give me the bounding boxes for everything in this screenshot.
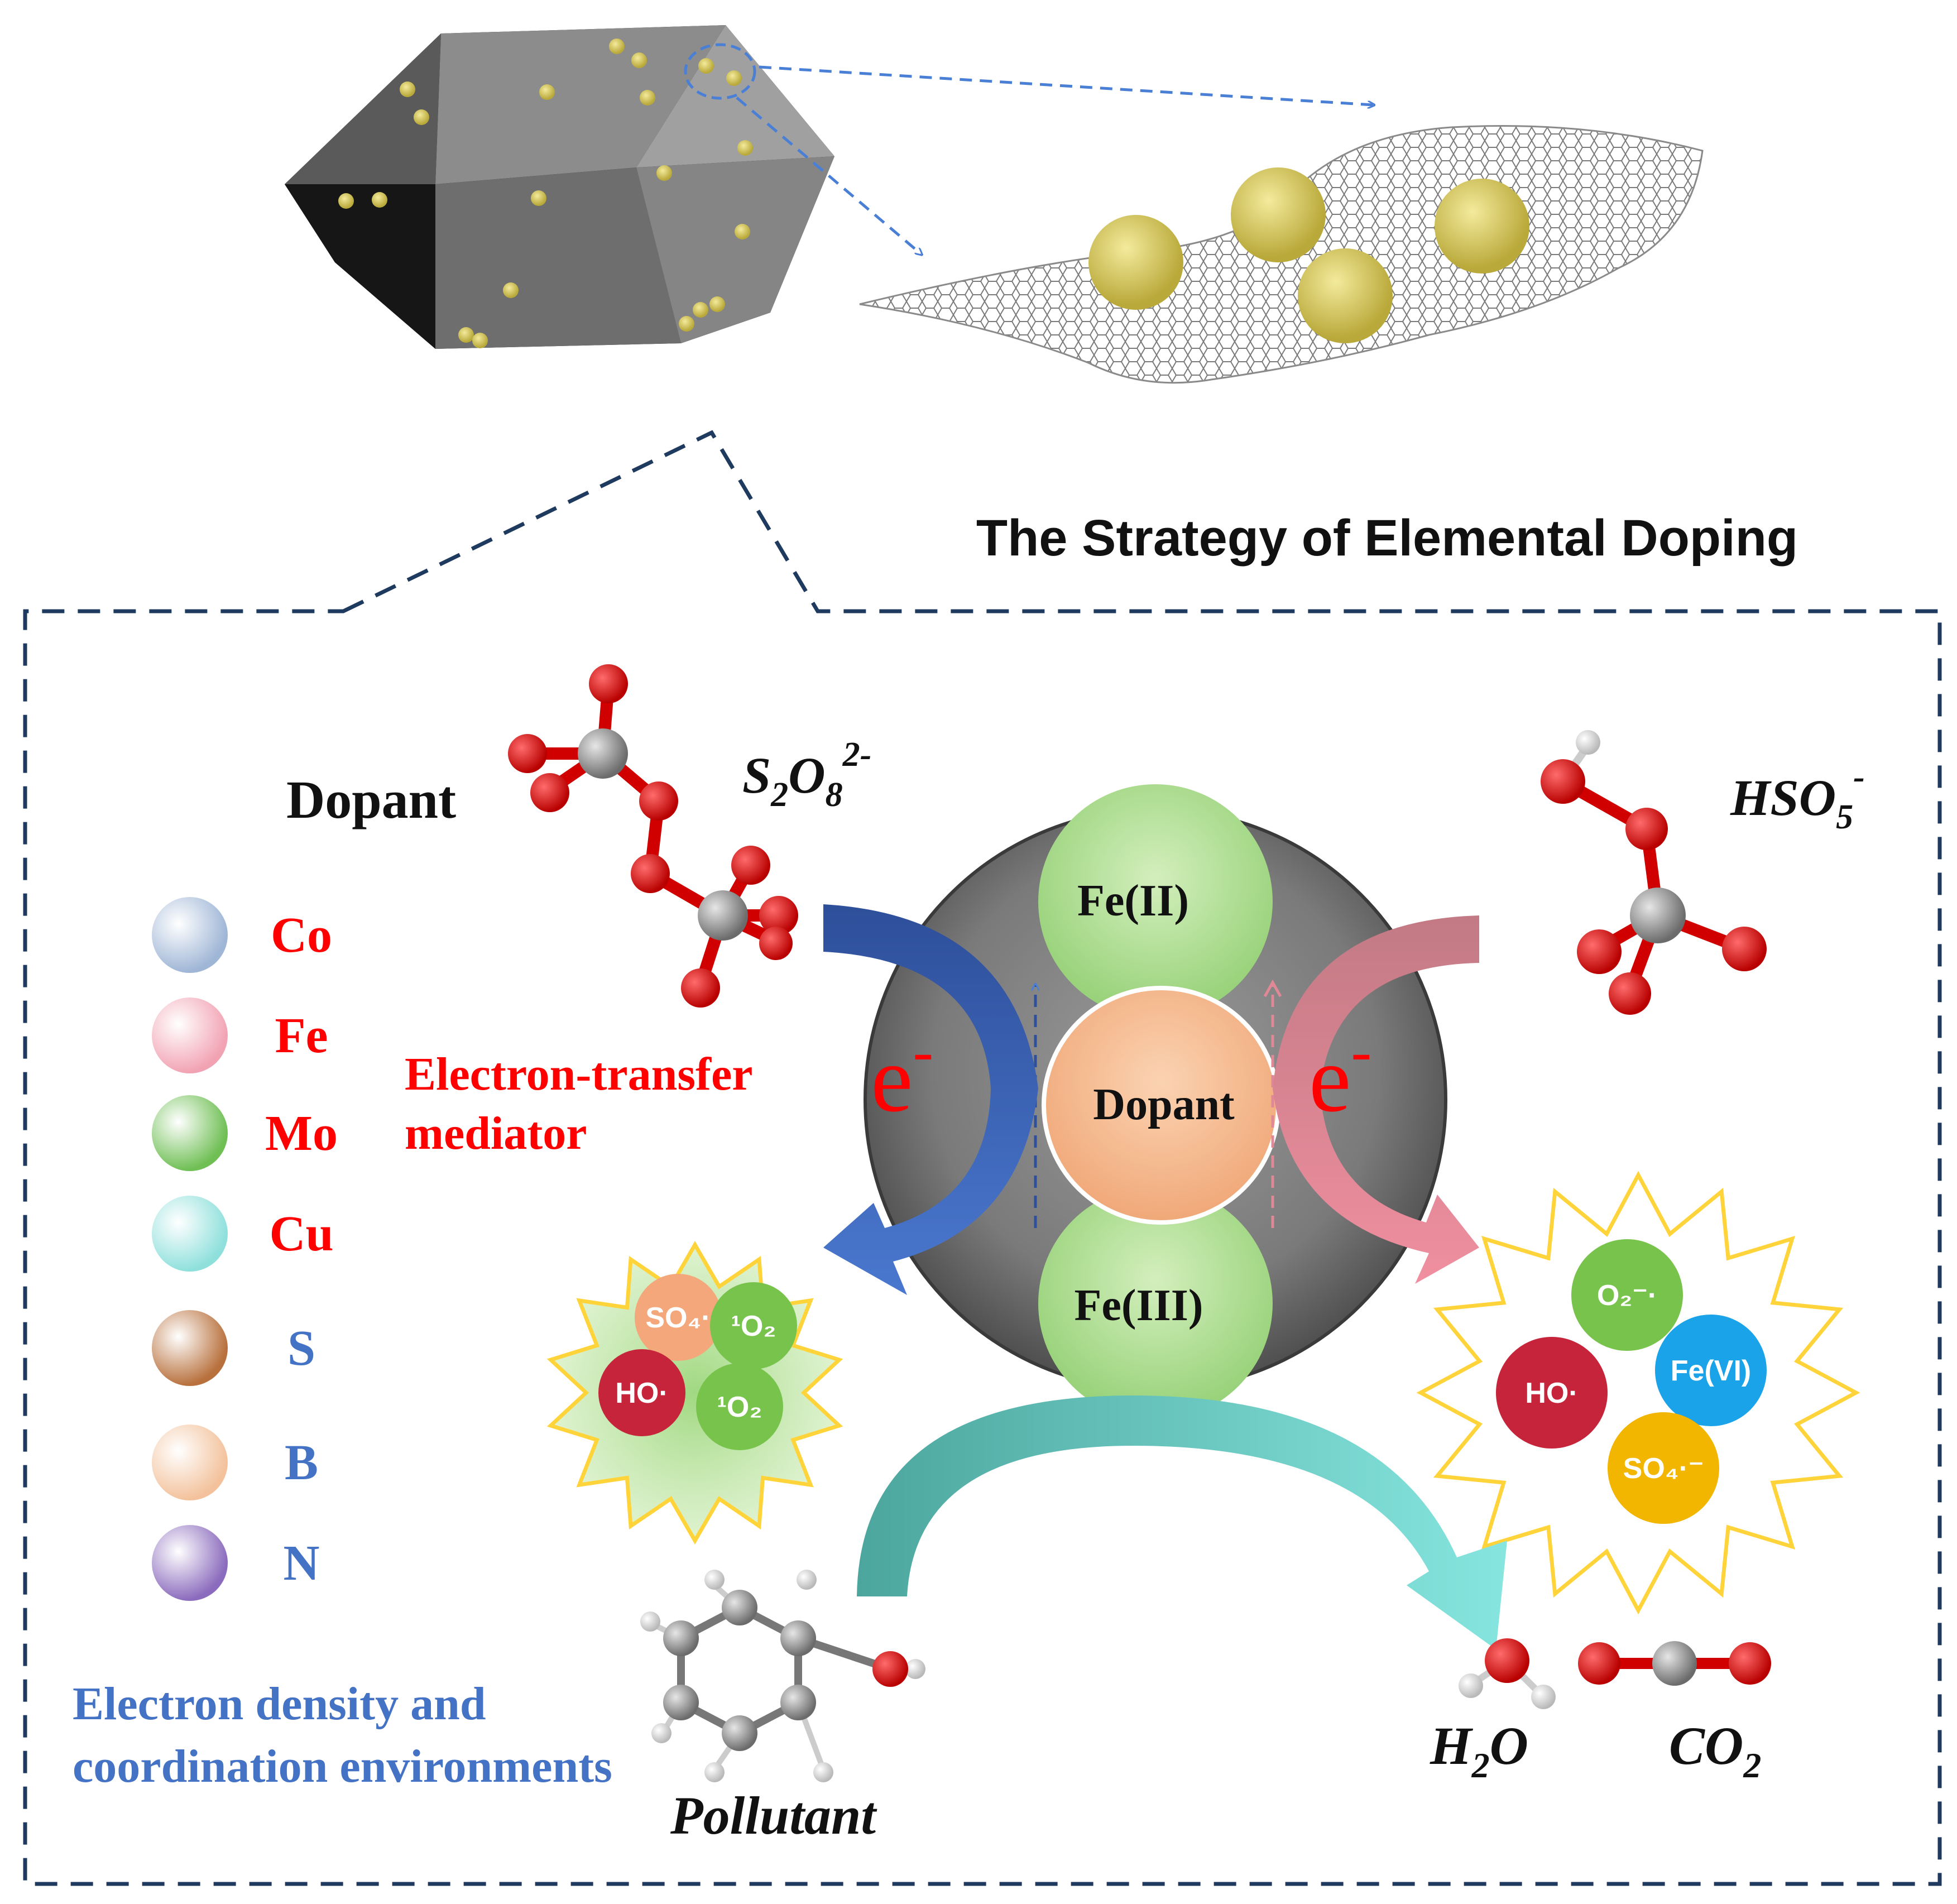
left-species-bubble	[710, 1282, 797, 1369]
right-species-label: HO·	[1525, 1377, 1578, 1409]
fe2-site	[1038, 784, 1273, 1019]
left-species-bubble	[635, 1274, 722, 1361]
right-species-bubble	[1655, 1315, 1767, 1426]
right-species-label: SO₄·⁻	[1623, 1452, 1704, 1485]
dopant-center-label: Dopant	[1093, 1080, 1235, 1129]
dopant-label-mo: Mo	[265, 1106, 338, 1161]
electron-arrow-left	[823, 904, 1038, 1295]
pollutant-label: Pollutant	[670, 1786, 877, 1845]
phenol-molecule	[640, 1570, 925, 1782]
fe2-label: Fe(II)	[1077, 876, 1189, 925]
graphene-sheet-illustration	[859, 125, 1704, 384]
right-species-bubble	[1496, 1337, 1608, 1449]
zoom-arrow-lower	[736, 97, 921, 254]
left-species-label: ¹O₂	[717, 1391, 762, 1423]
ros-burst-right: O₂⁻· HO· Fe(VI) SO₄·⁻	[1416, 1171, 1860, 1615]
dopant-label-s: S	[287, 1321, 315, 1376]
mediator-label-line2: mediator	[405, 1107, 587, 1159]
co2-formula: CO2	[1669, 1716, 1761, 1785]
density-label-line1: Electron density and	[73, 1678, 486, 1730]
water-formula: H2O	[1430, 1716, 1528, 1785]
diagram-title: The Strategy of Elemental Doping	[976, 510, 1798, 567]
zoom-arrow-upper	[759, 65, 1373, 105]
catalyst-particle: Fe(II) Dopant Fe(III)	[864, 784, 1447, 1421]
gold-nanoparticles	[338, 39, 753, 348]
persulfate-molecule	[508, 664, 798, 1008]
density-label-line2: coordination environments	[73, 1740, 612, 1792]
degradation-arrow	[857, 1395, 1507, 1649]
left-species-label: HO·	[615, 1377, 668, 1409]
dopant-sphere-s	[152, 1310, 228, 1386]
left-species-label: ¹O₂	[731, 1310, 776, 1342]
nanoparticle-sphere	[1231, 167, 1326, 262]
electron-symbol-right: e-	[1309, 1017, 1371, 1131]
dopant-sphere-fe	[152, 997, 228, 1073]
right-species-label: Fe(VI)	[1671, 1355, 1751, 1387]
mediator-label-line1: Electron-transfer	[405, 1048, 753, 1100]
peroxymonosulfate-molecule	[1541, 730, 1767, 1015]
dopant-label-n: N	[284, 1536, 320, 1591]
zoom-circle	[684, 43, 756, 100]
nanoparticle-sphere	[1298, 248, 1393, 343]
co2-molecule	[1578, 1641, 1771, 1686]
dopant-sphere-b	[152, 1425, 228, 1500]
dopant-label-co: Co	[271, 908, 332, 963]
water-molecule	[1459, 1638, 1556, 1709]
nanoparticle-sphere	[1088, 215, 1183, 310]
dopant-label-cu: Cu	[269, 1206, 333, 1262]
dopant-label-fe: Fe	[275, 1008, 328, 1063]
dopant-sphere-cu	[152, 1196, 228, 1272]
dashed-frame	[23, 430, 1942, 1886]
fe3-label: Fe(III)	[1074, 1281, 1203, 1330]
pms-formula: HSO5-	[1730, 758, 1865, 836]
nanoparticle-sphere	[1435, 179, 1529, 274]
polyhedron-illustration	[285, 25, 1373, 349]
dopant-sphere-co	[152, 897, 228, 973]
right-species-bubble	[1608, 1412, 1719, 1524]
ros-burst-left: SO₄· ¹O₂ HO· ¹O₂	[546, 1241, 843, 1545]
right-species-label: O₂⁻·	[1597, 1279, 1657, 1312]
left-species-bubble	[696, 1363, 783, 1450]
left-species-label: SO₄·	[645, 1302, 711, 1334]
electron-symbol-left: e-	[871, 1017, 933, 1131]
dopant-sphere-mo	[152, 1095, 228, 1171]
right-species-bubble	[1571, 1239, 1683, 1351]
left-species-bubble	[598, 1349, 685, 1436]
persulfate-formula: S2O82-	[742, 736, 871, 814]
dopant-label-b: B	[285, 1435, 318, 1490]
electron-arrow-right	[1273, 915, 1479, 1284]
fe3-site	[1038, 1186, 1273, 1421]
dopant-heading: Dopant	[286, 770, 456, 829]
dopant-sphere-n	[152, 1525, 228, 1601]
